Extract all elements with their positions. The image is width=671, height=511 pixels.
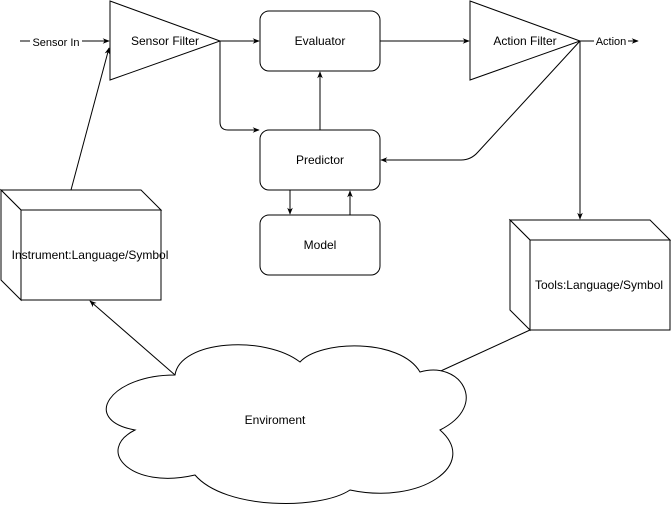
edge-action-label-bg [594, 35, 628, 48]
edge-sensor-in-label-bg [30, 35, 82, 48]
node-tools-label: Tools:Language/Symbol [535, 278, 663, 292]
node-evaluator-label: Evaluator [295, 34, 346, 48]
edge-instrument-to-sensor-filter [70, 47, 111, 191]
node-predictor-label: Predictor [296, 153, 344, 167]
node-evaluator[interactable]: Evaluator [259, 10, 381, 72]
node-model[interactable]: Model [259, 214, 381, 276]
edges: Sensor In Action [20, 35, 639, 376]
node-predictor[interactable]: Predictor [259, 129, 381, 191]
node-sensor-filter[interactable]: Sensor Filter [109, 0, 222, 81]
edge-sensor-in-label: Sensor In [32, 37, 79, 49]
node-environment-label: Enviroment [245, 413, 306, 427]
edge-tools-to-environment [431, 329, 531, 376]
node-model-label: Model [304, 238, 337, 252]
node-sensor-filter-label: Sensor Filter [131, 34, 199, 48]
node-instrument-label: Instrument:Language/Symbol [12, 248, 169, 262]
edge-action-label: Action [596, 36, 627, 48]
node-action-filter[interactable]: Action Filter [469, 0, 582, 81]
edge-action-filter-to-predictor [380, 40, 581, 163]
node-action-filter-label: Action Filter [493, 34, 556, 48]
node-instrument[interactable]: Instrument:Language/Symbol [0, 188, 169, 302]
edge-sensor-filter-to-predictor [219, 41, 260, 133]
node-tools[interactable]: Tools:Language/Symbol [508, 218, 671, 332]
node-environment[interactable]: Enviroment [105, 344, 467, 505]
edge-environment-to-instrument [89, 300, 176, 376]
